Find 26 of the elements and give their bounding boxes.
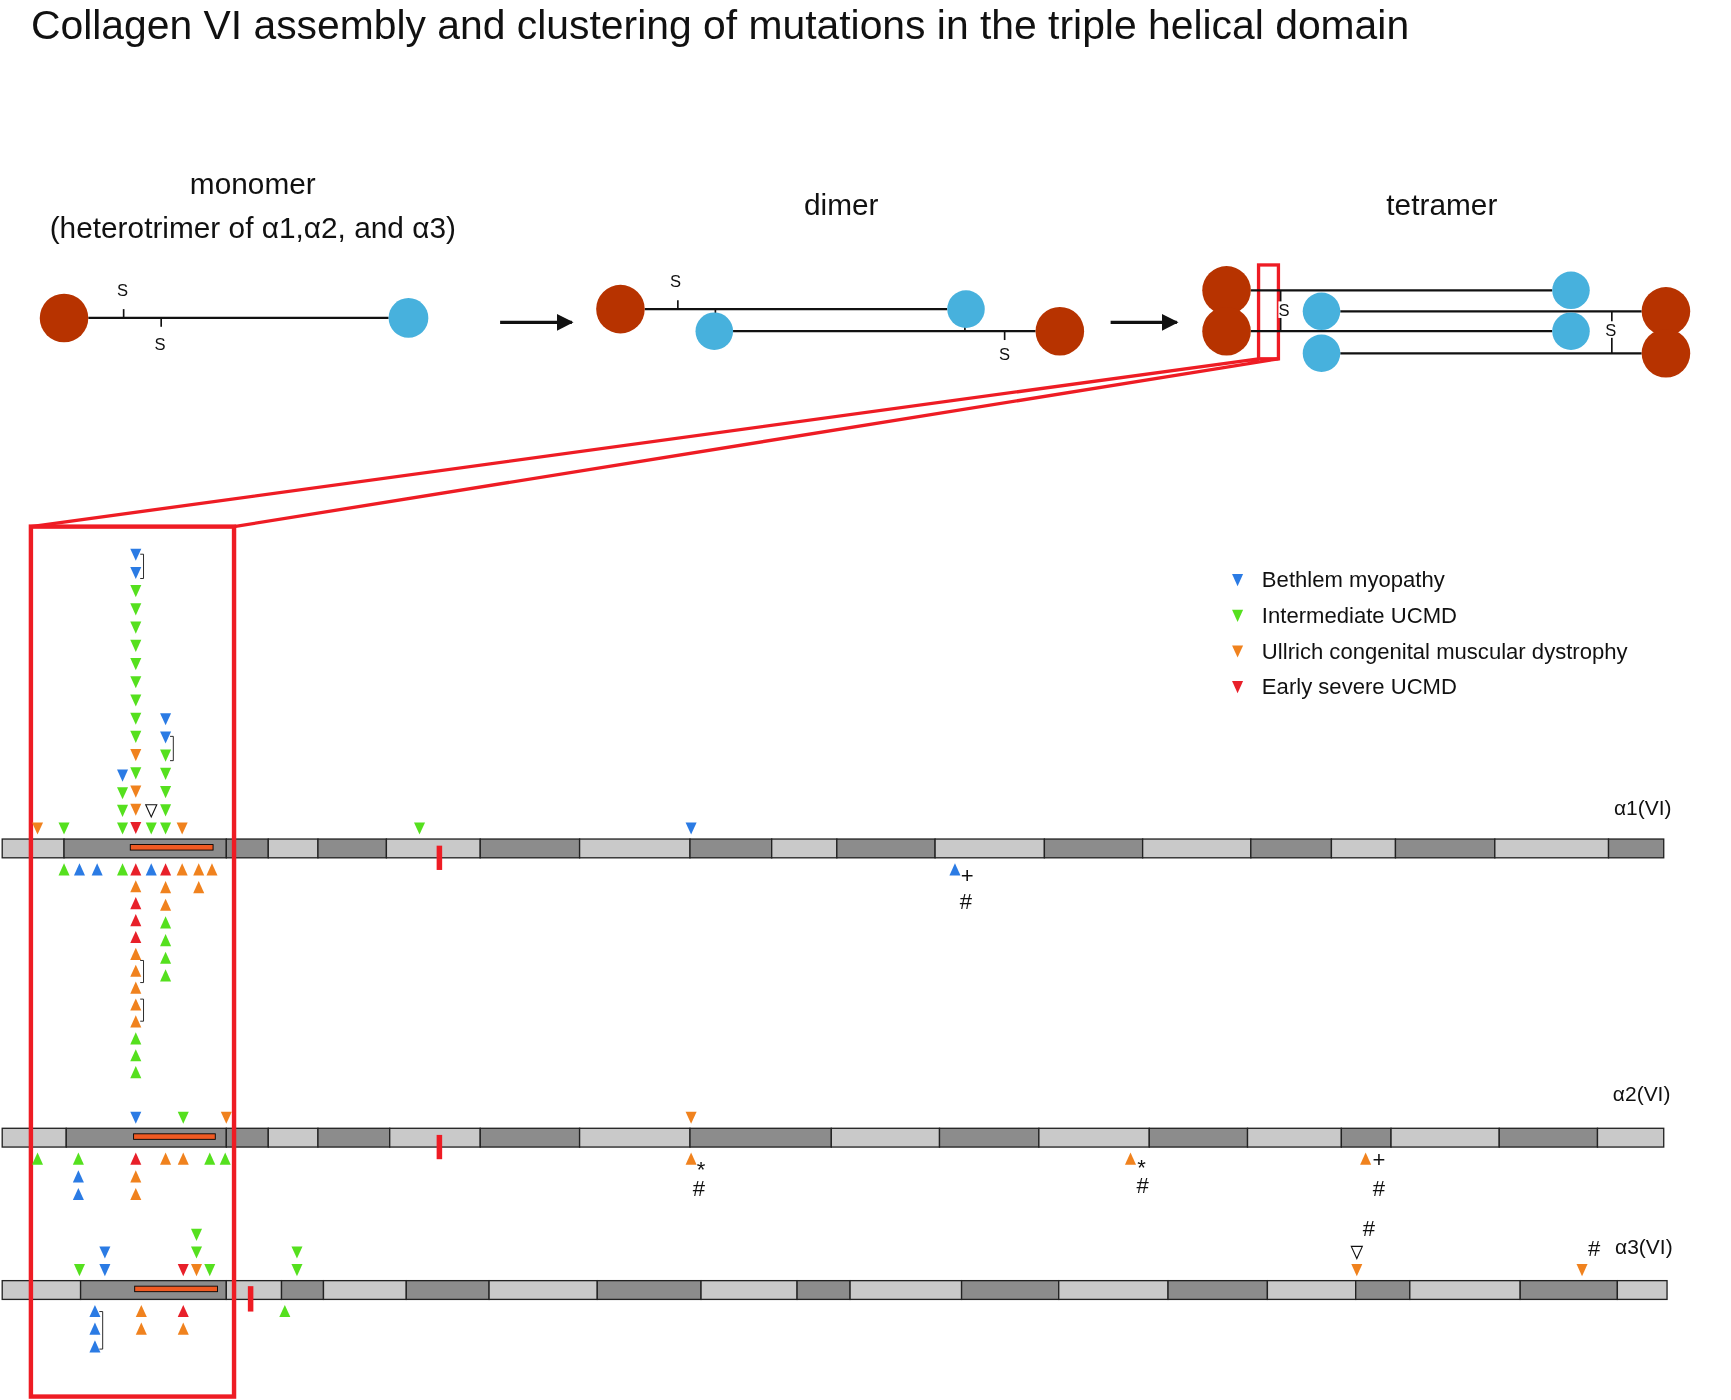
legend-label: Intermediate UCMD (1261, 602, 1457, 629)
title: Collagen VI assembly and clustering of mutations in the triple helical domain (30, 2, 1410, 49)
symbol-label: # (1372, 1176, 1386, 1199)
heading-label: dimer (802, 188, 880, 223)
disulfide-label: S (1605, 321, 1617, 338)
disulfide-label: S (999, 345, 1011, 363)
symbol-label: # (1362, 1217, 1376, 1240)
symbol-label: # (959, 889, 973, 912)
legend-label: Ullrich congenital muscular dystrophy (1261, 637, 1628, 665)
arrow (1110, 314, 1179, 331)
symbol-label: + (960, 864, 974, 887)
legend-label: Bethlem myopathy (1261, 566, 1445, 593)
disulfide-label: S (117, 281, 129, 299)
heading-label: tetramer (1385, 188, 1499, 223)
chain-label: α1(VI) (1613, 797, 1672, 819)
disulfide-label: S (670, 272, 682, 290)
chain-label: α2(VI) (1612, 1083, 1671, 1104)
subheading-label: (heterotrimer of α1,α2, and α3) (48, 211, 457, 247)
arrow (500, 314, 574, 331)
chain-label: α3(VI) (1615, 1236, 1673, 1258)
heading-label: monomer (188, 167, 317, 203)
symbol-label: # (1588, 1237, 1601, 1260)
disulfide-label: S (1278, 301, 1290, 318)
legend-label: Early severe UCMD (1261, 673, 1457, 700)
symbol-label: + (1372, 1148, 1386, 1171)
disulfide-label: S (154, 335, 166, 353)
